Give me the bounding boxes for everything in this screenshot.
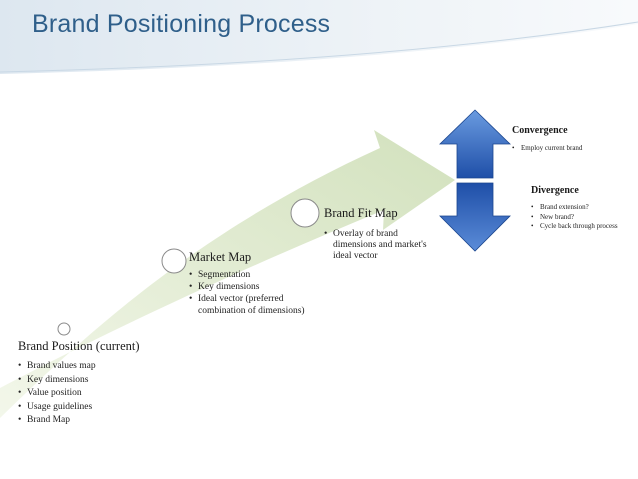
stage-brand-fit-bullets: Overlay of brand dimensions and market's… [324, 229, 436, 262]
bullet-item: New brand? [531, 213, 636, 223]
milestone-circle-market-map [161, 248, 187, 274]
bullet-item: Brand extension? [531, 203, 636, 213]
stage-market-map-bullets: Segmentation Key dimensions Ideal vector… [189, 269, 327, 317]
convergence-bullets: Employ current brand [512, 143, 632, 153]
milestone-circle-brand-fit [290, 198, 320, 228]
bullet-item: Value position [18, 387, 168, 401]
convergence-up-arrow-icon [439, 109, 511, 179]
header-swoosh-line [0, 21, 638, 73]
bullet-item: Key dimensions [18, 374, 168, 388]
milestone-circle-brand-position [57, 322, 71, 336]
stage-brand-position-bullets: Brand values map Key dimensions Value po… [18, 360, 168, 428]
bullet-item: Ideal vector (preferred combination of d… [189, 293, 327, 317]
stage-brand-fit-title: Brand Fit Map [324, 206, 398, 220]
divergence-title: Divergence [531, 185, 579, 196]
bullet-item: Segmentation [189, 269, 327, 281]
bullet-item: Usage guidelines [18, 401, 168, 415]
bullet-item: Brand values map [18, 360, 168, 374]
page-title: Brand Positioning Process [32, 10, 331, 38]
bullet-item: Cycle back through process [531, 222, 636, 232]
header-swoosh [0, 0, 638, 74]
bullet-item: Employ current brand [512, 143, 632, 153]
bullet-item: Brand Map [18, 414, 168, 428]
stage-brand-position-title: Brand Position (current) [18, 339, 140, 353]
bullet-item: Overlay of brand dimensions and market's… [324, 229, 436, 262]
stage-market-map-title: Market Map [189, 250, 252, 264]
convergence-title: Convergence [512, 125, 568, 136]
bullet-item: Key dimensions [189, 281, 327, 293]
divergence-bullets: Brand extension? New brand? Cycle back t… [531, 203, 636, 232]
divergence-down-arrow-icon [439, 182, 511, 252]
